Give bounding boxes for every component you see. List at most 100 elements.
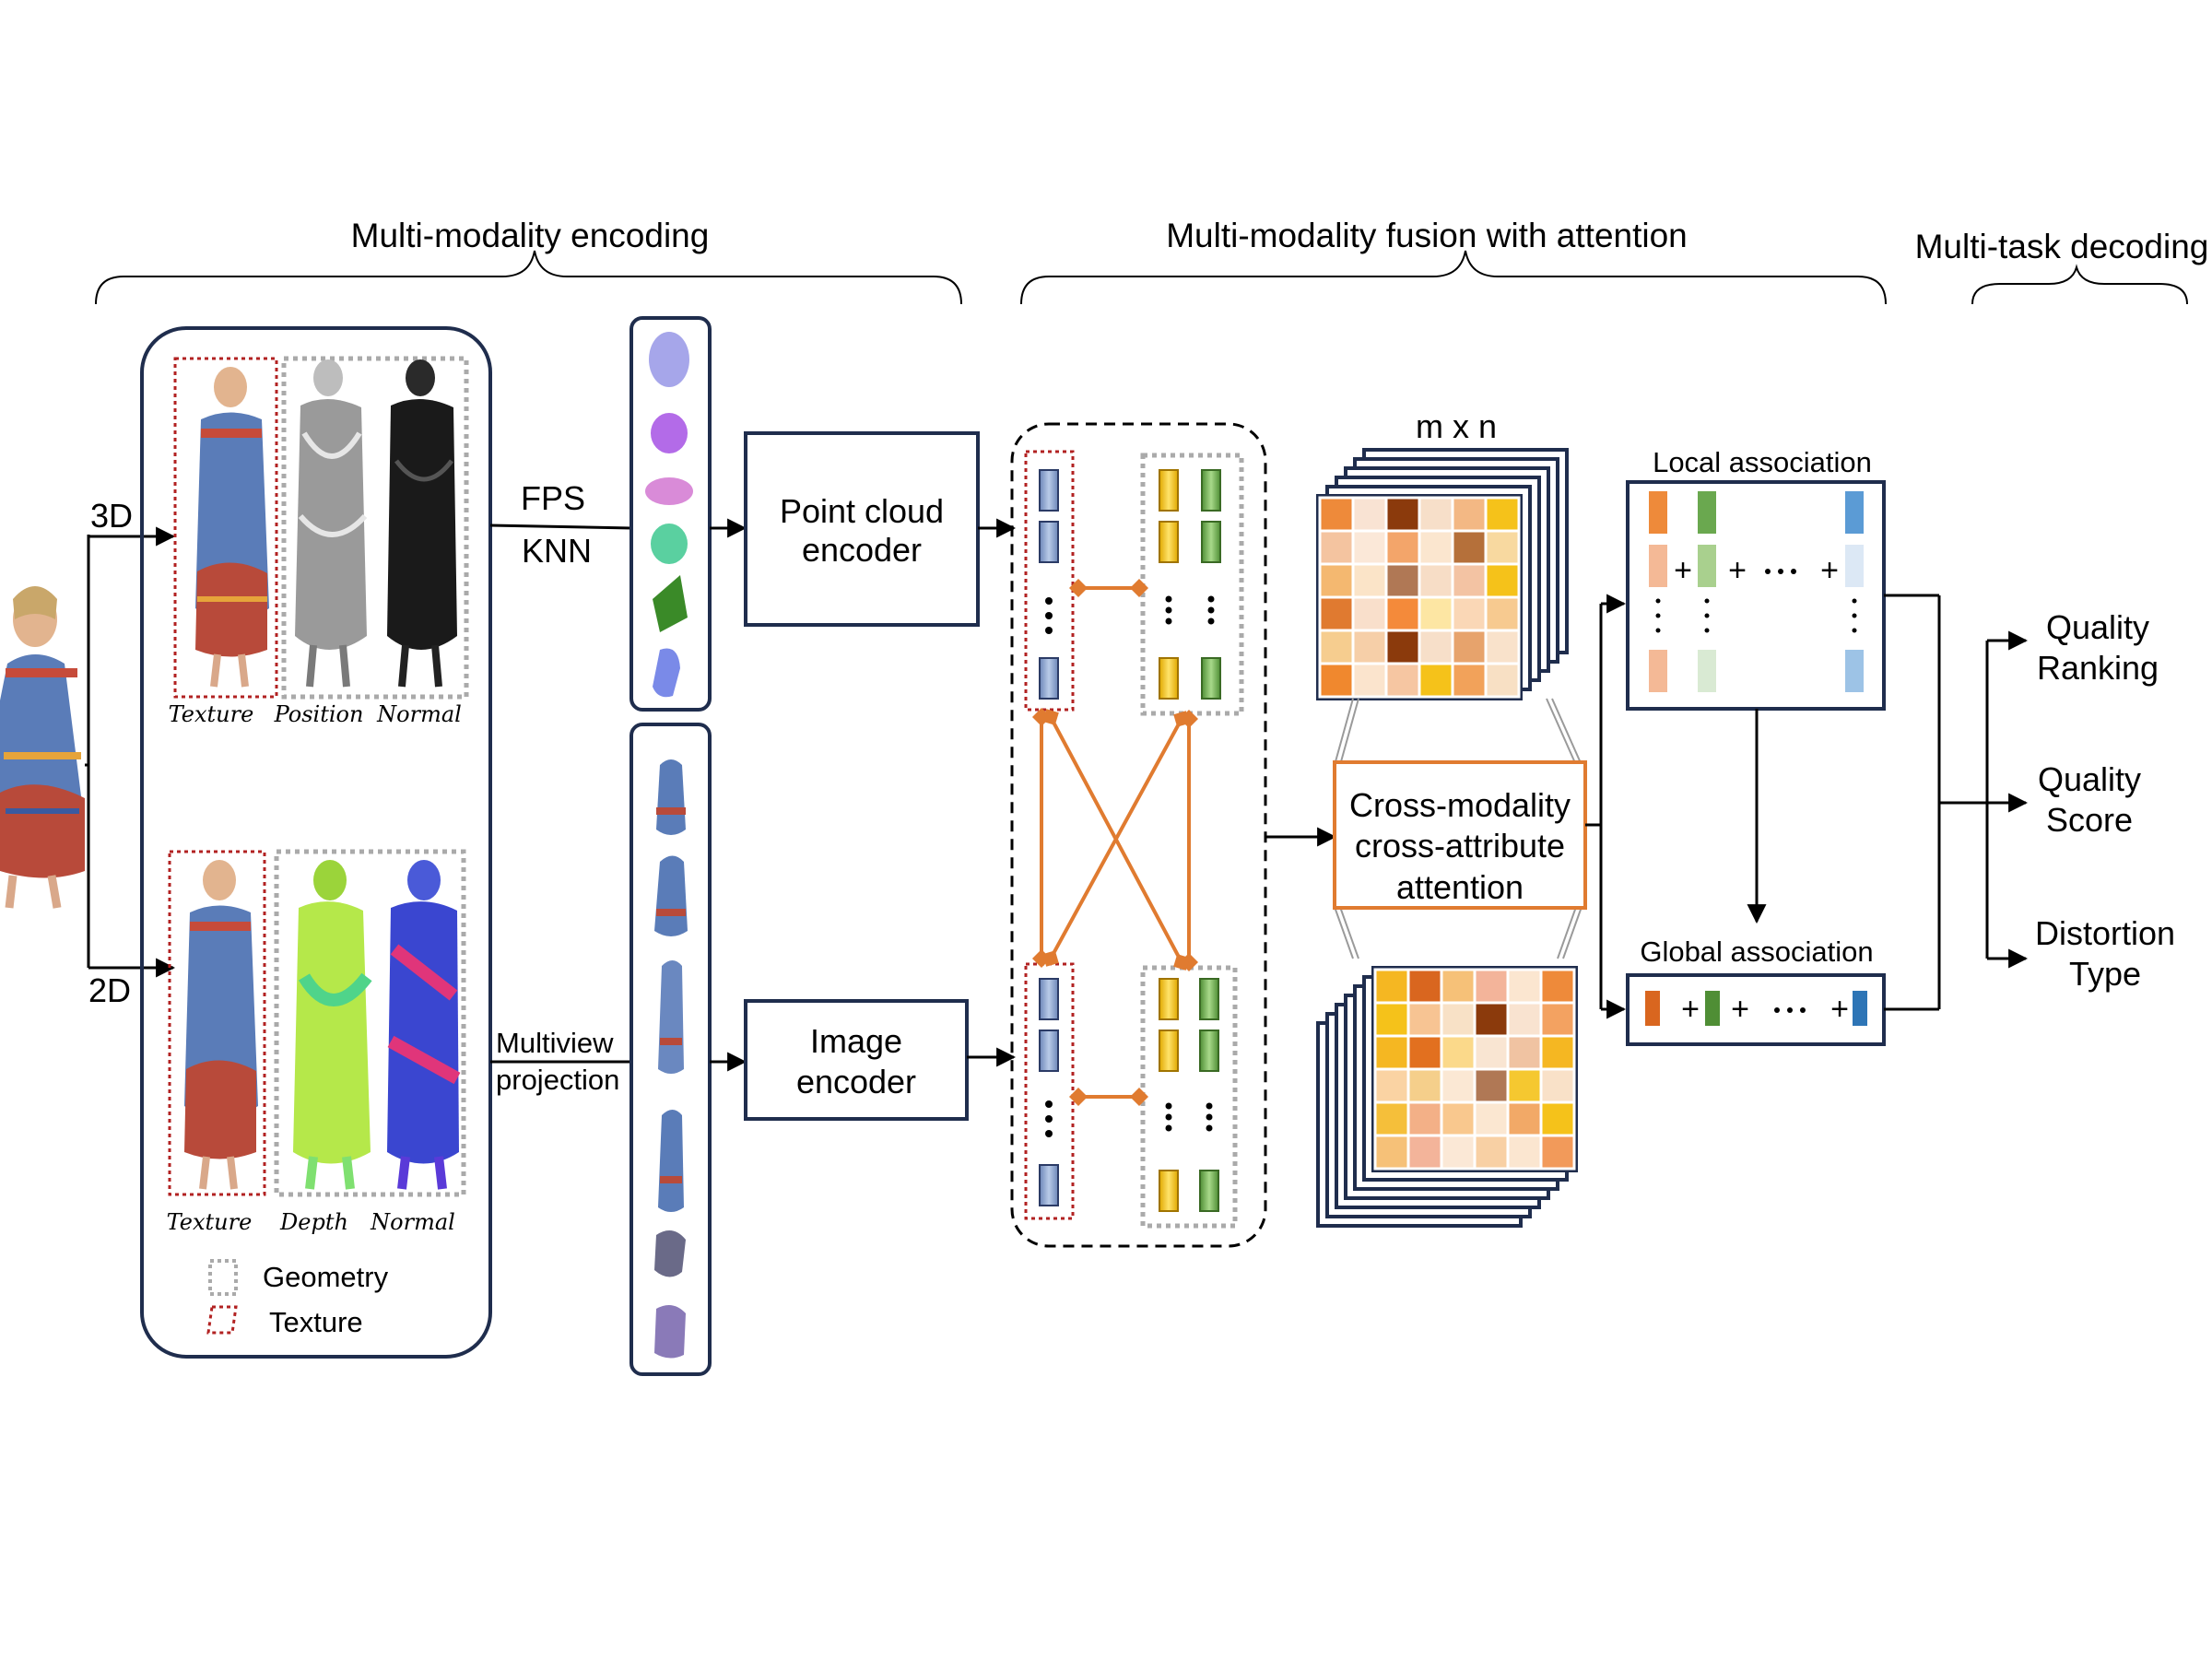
heatmap-bottom-cell <box>1406 1001 1443 1038</box>
heatmap-bottom-cell <box>1539 1067 1576 1104</box>
heatmap-top-cell <box>1318 562 1355 599</box>
heatmap-bottom-cell <box>1539 1100 1576 1137</box>
heatmap-bottom-cell <box>1506 1001 1543 1038</box>
knn-label: KNN <box>522 532 592 570</box>
output-arrows <box>1884 594 2029 1011</box>
heatmap-bottom-cell <box>1440 1067 1477 1104</box>
image-encoder-label-1: Image <box>810 1022 902 1060</box>
heatmap-top-cell <box>1318 662 1355 699</box>
heatmap-bottom-cell <box>1473 1034 1510 1071</box>
heatmap-bottom-cell <box>1373 1134 1410 1171</box>
heatmap-bottom-cell <box>1506 1134 1543 1171</box>
svg-text:+: + <box>1820 553 1839 588</box>
heatmap-top-cell <box>1484 529 1521 566</box>
geometry-views-2d <box>274 849 466 1197</box>
heatmap-top-cell <box>1418 595 1454 632</box>
img-features <box>1039 978 1219 1212</box>
caption-depth: Depth <box>279 1209 348 1235</box>
patch-column <box>629 316 712 712</box>
heatmap-top-cell <box>1351 629 1388 665</box>
fps-knn-line <box>489 524 632 530</box>
geometry-views-3d <box>281 356 469 700</box>
section-title-encoding: Multi-modality encoding <box>351 217 710 254</box>
heatmap-bottom-cell <box>1440 1034 1477 1071</box>
heatmap-bottom-cell <box>1440 1001 1477 1038</box>
heatmap-top-cell <box>1384 529 1421 566</box>
local-association-content: + + + <box>1649 491 1864 692</box>
local-association-title: Local association <box>1653 446 1872 478</box>
heatmap-top-cell <box>1318 496 1355 533</box>
output-quality-score-1: Quality <box>2038 760 2141 798</box>
projected-views <box>654 759 688 1359</box>
attention-label-1: Cross-modality <box>1349 786 1571 824</box>
brace-decoding <box>1971 264 2188 305</box>
attention-label-3: attention <box>1396 868 1524 906</box>
output-quality-score-2: Score <box>2046 801 2133 839</box>
image-encoder-label-2: encoder <box>796 1063 916 1100</box>
heatmap-top-cell <box>1451 529 1488 566</box>
legend-geometry-swatch <box>208 1259 238 1296</box>
pc-texture-feature-group <box>1024 450 1075 712</box>
point-cloud-encoder-label-1: Point cloud <box>780 492 944 530</box>
svg-text:+: + <box>1830 992 1849 1027</box>
heatmap-bottom-cell <box>1440 1100 1477 1137</box>
heatmap-top-cell <box>1418 662 1454 699</box>
caption-texture-2d: Texture <box>167 1209 253 1235</box>
global-association-content: + + + <box>1645 991 1867 1027</box>
attention-to-association-arrows <box>1585 594 1627 1019</box>
heatmap-top <box>1318 496 1521 699</box>
svg-text:+: + <box>1728 553 1747 588</box>
view-column <box>629 723 712 1376</box>
heatmap-bottom-cell <box>1539 1034 1576 1071</box>
legend-texture-swatch <box>206 1305 238 1335</box>
heatmap-bottom-cell <box>1473 1100 1510 1137</box>
heatmap-top-cell <box>1484 662 1521 699</box>
heatmap-top-cell <box>1418 529 1454 566</box>
output-quality-ranking-1: Quality <box>2046 608 2149 646</box>
heatmap-bottom-cell <box>1539 1134 1576 1171</box>
heatmap-top-cell <box>1484 496 1521 533</box>
heatmap-connectors <box>1334 698 1583 959</box>
heatmap-bottom-cell <box>1373 968 1410 1005</box>
pc-features <box>1039 469 1221 700</box>
heatmap-bottom-cell <box>1473 1134 1510 1171</box>
svg-text:+: + <box>1731 992 1749 1027</box>
caption-normal-3d: Normal <box>376 701 462 727</box>
heatmap-bottom-cell <box>1373 1067 1410 1104</box>
branch-label-2d: 2D <box>88 971 131 1009</box>
heatmap-bottom-cell <box>1373 1100 1410 1137</box>
heatmap-top-cell <box>1418 562 1454 599</box>
heatmap-top-cell <box>1418 496 1454 533</box>
section-title-decoding: Multi-task decoding <box>1915 228 2209 265</box>
output-distortion-type-1: Distortion <box>2035 914 2175 952</box>
img-geometry-feature-group <box>1140 965 1238 1229</box>
output-distortion-type-2: Type <box>2069 955 2141 993</box>
heatmap-bottom <box>1373 968 1576 1171</box>
output-quality-ranking-2: Ranking <box>2037 649 2159 687</box>
heatmap-top-cell <box>1451 595 1488 632</box>
legend-texture-label: Texture <box>269 1306 363 1338</box>
heatmap-top-cell <box>1484 562 1521 599</box>
heatmap-top-cell <box>1451 662 1488 699</box>
section-title-fusion: Multi-modality fusion with attention <box>1166 217 1688 254</box>
pc-geometry-feature-group <box>1140 453 1244 716</box>
texture-view-2d <box>168 850 266 1196</box>
caption-position: Position <box>274 701 364 727</box>
input-line <box>85 535 90 968</box>
heatmap-bottom-cell <box>1473 1001 1510 1038</box>
branch-label-3d: 3D <box>90 497 133 535</box>
svg-text:+: + <box>1681 992 1700 1027</box>
brace-fusion <box>1020 250 1887 305</box>
heatmap-bottom-cell <box>1406 1067 1443 1104</box>
fps-label: FPS <box>521 479 585 517</box>
heatmap-top-cell <box>1318 595 1355 632</box>
image-encoder <box>744 999 969 1121</box>
cross-attention-box <box>1333 760 1587 910</box>
global-association-box <box>1626 973 1886 1046</box>
point-cloud-patches <box>645 332 693 698</box>
heatmap-top-cell <box>1418 629 1454 665</box>
heatmap-top-cell <box>1318 529 1355 566</box>
matrix-size-label: m x n <box>1416 407 1497 445</box>
feature-fusion-box <box>1010 422 1267 1248</box>
